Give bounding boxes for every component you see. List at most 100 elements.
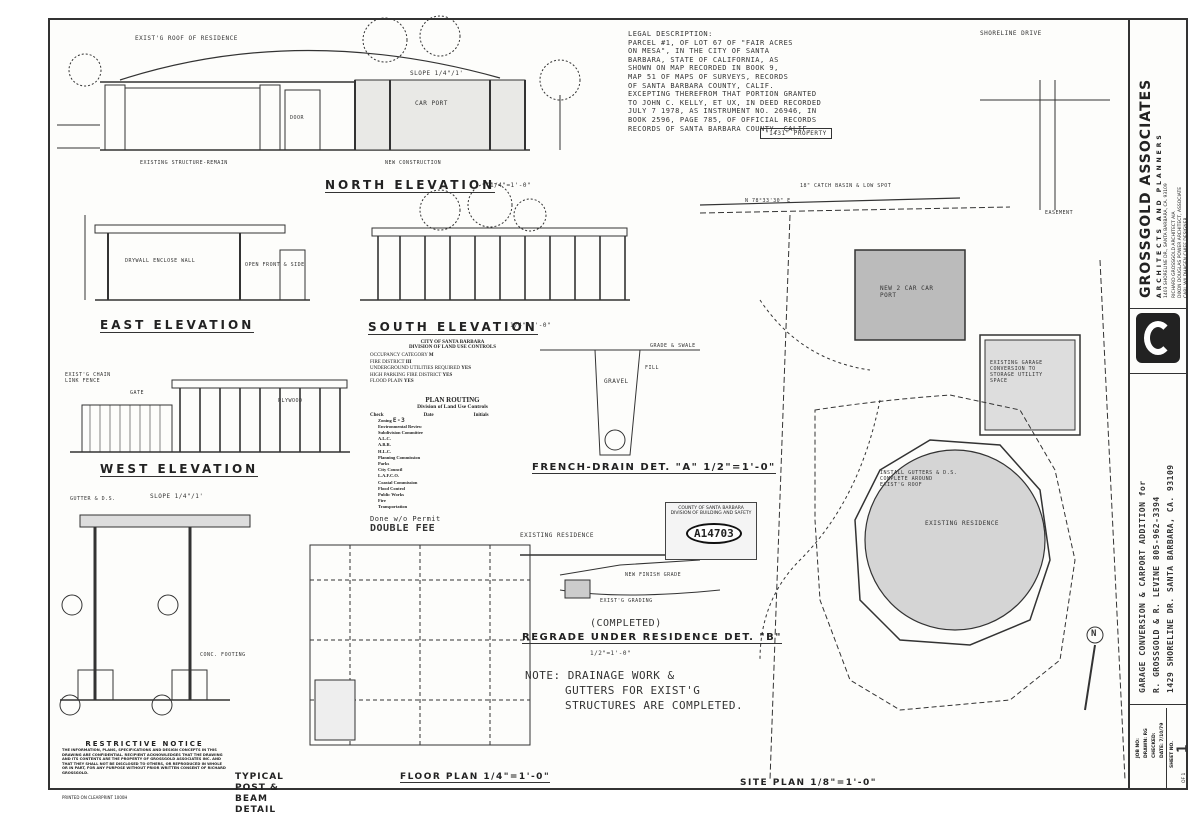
door-note: DOOR: [290, 115, 305, 121]
north-elevation-title: NORTH ELEVATION: [325, 178, 496, 193]
checked-by: CHECKED:: [1152, 732, 1157, 758]
french-drain-gravel: GRAVEL: [604, 378, 629, 385]
site-catch-basin: 18" CATCH BASIN & LOW SPOT: [800, 183, 892, 189]
legal-title: LEGAL DESCRIPTION:: [628, 30, 713, 38]
regrade-completed: (COMPLETED): [590, 618, 662, 629]
legal-line: BARBARA, STATE OF CALIFORNIA, AS: [628, 55, 779, 64]
routing-item: A.B.R.: [378, 442, 391, 448]
routing-item: Environmental Review: [378, 423, 423, 429]
county-approval-stamp: COUNTY OF SANTA BARBARA DIVISION OF BUIL…: [665, 502, 757, 560]
site-bearing: N 78°33'30" E: [745, 198, 791, 204]
site-property-note: "1431" PROPERTY: [760, 128, 832, 139]
stamp-line2: DIVISION OF BUILDING AND SAFETY: [670, 511, 752, 516]
legal-description: LEGAL DESCRIPTION: PARCEL #1, OF LOT 67 …: [628, 30, 821, 133]
french-drain-grade: GRADE & SWALE: [650, 343, 696, 349]
project-line2: R. GROSSGOLD & R. LEVINE 805-962-3394: [1152, 496, 1161, 693]
west-fence-note: EXIST'G CHAIN LINK FENCE: [65, 372, 111, 384]
site-road-name: SHORELINE DRIVE: [980, 30, 1042, 37]
west-gate-note: GATE: [130, 390, 145, 396]
routing-item: Parks: [378, 460, 390, 466]
routing-header-city: CITY OF SANTA BARBARA: [420, 340, 485, 345]
routing-item: Zoning E-3: [378, 416, 406, 424]
site-install-gutters: INSTALL GUTTERS & D.S. COMPLETE AROUND E…: [880, 470, 958, 488]
drawing-date: DATE: 7/10/79: [1160, 722, 1165, 758]
regrade-scale: 1/2"=1'-0": [590, 650, 632, 657]
routing-row: FIRE DISTRICT III: [370, 359, 412, 365]
west-elevation-title: WEST ELEVATION: [100, 462, 259, 477]
legal-line: MAP 51 OF MAPS OF SURVEYS, RECORDS: [628, 72, 789, 81]
firm-subtitle: ARCHITECTS AND PLANNERS: [1156, 132, 1163, 298]
firm-designer: CARL WILDHAGEN CHIEF DESIGNER: [1184, 217, 1189, 298]
legal-line: RECORDS OF SANTA BARBARA COUNTY, CALIF.: [628, 124, 812, 133]
routing-row: UNDERGROUND UTILITIES REQUIRED YES: [370, 366, 471, 371]
job-number: JOB NO:: [1136, 738, 1141, 758]
drawn-by: DRAWN: RG: [1144, 728, 1149, 758]
french-drain-fill: FILL: [645, 365, 660, 371]
new-construction-note: NEW CONSTRUCTION: [385, 160, 442, 166]
drainage-note: NOTE: DRAINAGE WORK & GUTTERS FOR EXIST'…: [525, 668, 743, 713]
french-drain-title: FRENCH-DRAIN DET. "A" 1/2"=1'-0": [532, 462, 776, 474]
site-easement: EASEMENT: [1045, 210, 1074, 216]
restrictive-notice: RESTRICTIVE NOTICE THE INFORMATION, PLAN…: [62, 740, 227, 775]
legal-line: BOOK 2596, PAGE 785, OF OFFICIAL RECORDS: [628, 115, 817, 124]
post-footing-note: CONC. FOOTING: [200, 652, 246, 658]
printed-on: PRINTED ON CLEARPRINT 1000H: [62, 795, 128, 800]
east-elevation-title: EAST ELEVATION: [100, 318, 255, 333]
firm-principal: RICHARD GROSSGOLD ARCHITECT AIA: [1172, 211, 1177, 298]
routing-row: OCCUPANCY CATEGORY M: [370, 353, 434, 358]
west-plywood-note: PLYWOOD: [278, 398, 303, 404]
floor-plan-title: FLOOR PLAN 1/4"=1'-0": [400, 772, 551, 783]
routing-header-division: DIVISION OF LAND USE CONTROLS: [408, 345, 497, 350]
east-note-open: OPEN FRONT & SIDE: [245, 262, 305, 268]
restrictive-body: THE INFORMATION, PLANS, SPECIFICATIONS A…: [62, 748, 226, 775]
legal-line: TO JOHN C. KELLY, ET UX, IN DEED RECORDE…: [628, 98, 822, 107]
routing-handnote: Done w/o Permit: [370, 514, 441, 523]
regrade-finish: NEW FINISH GRADE: [625, 572, 682, 578]
post-gutter-note: GUTTER & D.S.: [70, 496, 116, 502]
legal-line: OF SANTA BARBARA COUNTY, CALIF.: [628, 81, 775, 90]
plan-routing-stamp: CITY OF SANTA BARBARA DIVISION OF LAND U…: [370, 340, 535, 534]
routing-row: FLOOD PLAIN YES: [370, 379, 414, 384]
legal-line: JULY 7 1978, AS INSTRUMENT NO. 26946, IN: [628, 107, 817, 116]
legal-line: SHOWN ON MAP RECORDED IN BOOK 9,: [628, 64, 779, 73]
post-detail-title: TYPICAL POST & BEAM DETAIL: [235, 772, 284, 815]
routing-row: HIGH PARKING FIRE DISTRICT YES: [370, 372, 453, 378]
firm-address: 1403 SHORELINE DR., SANTA BARBARA, CA. 9…: [1164, 183, 1169, 298]
project-line1: GARAGE CONVERSION & CARPORT ADDITION for: [1138, 480, 1147, 693]
stamp-number: A14703: [686, 523, 742, 544]
sheet-of: OF 1: [1182, 772, 1187, 783]
regrade-grading: EXIST'G GRADING: [600, 598, 653, 604]
restrictive-title: RESTRICTIVE NOTICE: [85, 740, 204, 748]
routing-item: H.L.C.: [378, 448, 392, 454]
legal-line: ON MESA", IN THE CITY OF SANTA: [628, 47, 770, 56]
routing-title: PLAN ROUTING: [425, 395, 480, 404]
routing-item: L.A.F.C.O.: [378, 473, 399, 479]
routing-subtitle: Division of Land Use Controls: [417, 403, 488, 410]
existing-roof-note: EXIST'G ROOF OF RESIDENCE: [135, 35, 238, 42]
routing-item: Planning Commission: [378, 454, 421, 460]
routing-item: Public Works: [378, 491, 405, 497]
note-line: STRUCTURES ARE COMPLETED.: [565, 699, 744, 712]
legal-line: EXCEPTING THEREFROM THAT PORTION GRANTED: [628, 90, 817, 99]
firm-associate: DIXON DOUGLAS POWER ARCHITECT, ASSOCIATE: [1178, 186, 1183, 298]
carport-note: CAR PORT: [415, 100, 448, 107]
stamp-line1: COUNTY OF SANTA BARBARA: [678, 506, 744, 511]
routing-double-fee: DOUBLE FEE: [370, 522, 436, 534]
routing-item: A.L.C.: [378, 436, 391, 442]
north-elevation-scale: 1/4"=1'-0": [490, 182, 532, 189]
regrade-title: REGRADE UNDER RESIDENCE DET. "B": [522, 632, 782, 644]
existing-structure-note: EXISTING STRUCTURE-REMAIN: [140, 160, 228, 166]
site-existing-residence: EXISTING RESIDENCE: [925, 520, 1000, 527]
south-elevation-title: SOUTH ELEVATION: [368, 320, 538, 335]
routing-item: Coastal Commission: [378, 479, 418, 485]
note-line: GUTTERS FOR EXIST'G: [565, 684, 701, 697]
north-arrow-icon: N: [1091, 629, 1097, 639]
routing-item: Fire: [378, 498, 386, 504]
routing-item: Transportation: [378, 504, 408, 510]
sheet-number: 1: [1175, 744, 1191, 753]
firm-logo: [1136, 313, 1180, 363]
routing-item: Subdivision Committee: [378, 429, 423, 435]
post-slope-note: SLOPE 1/4"/1': [150, 493, 204, 500]
title-block: GROSSGOLD ASSOCIATES ARCHITECTS AND PLAN…: [1128, 18, 1191, 790]
